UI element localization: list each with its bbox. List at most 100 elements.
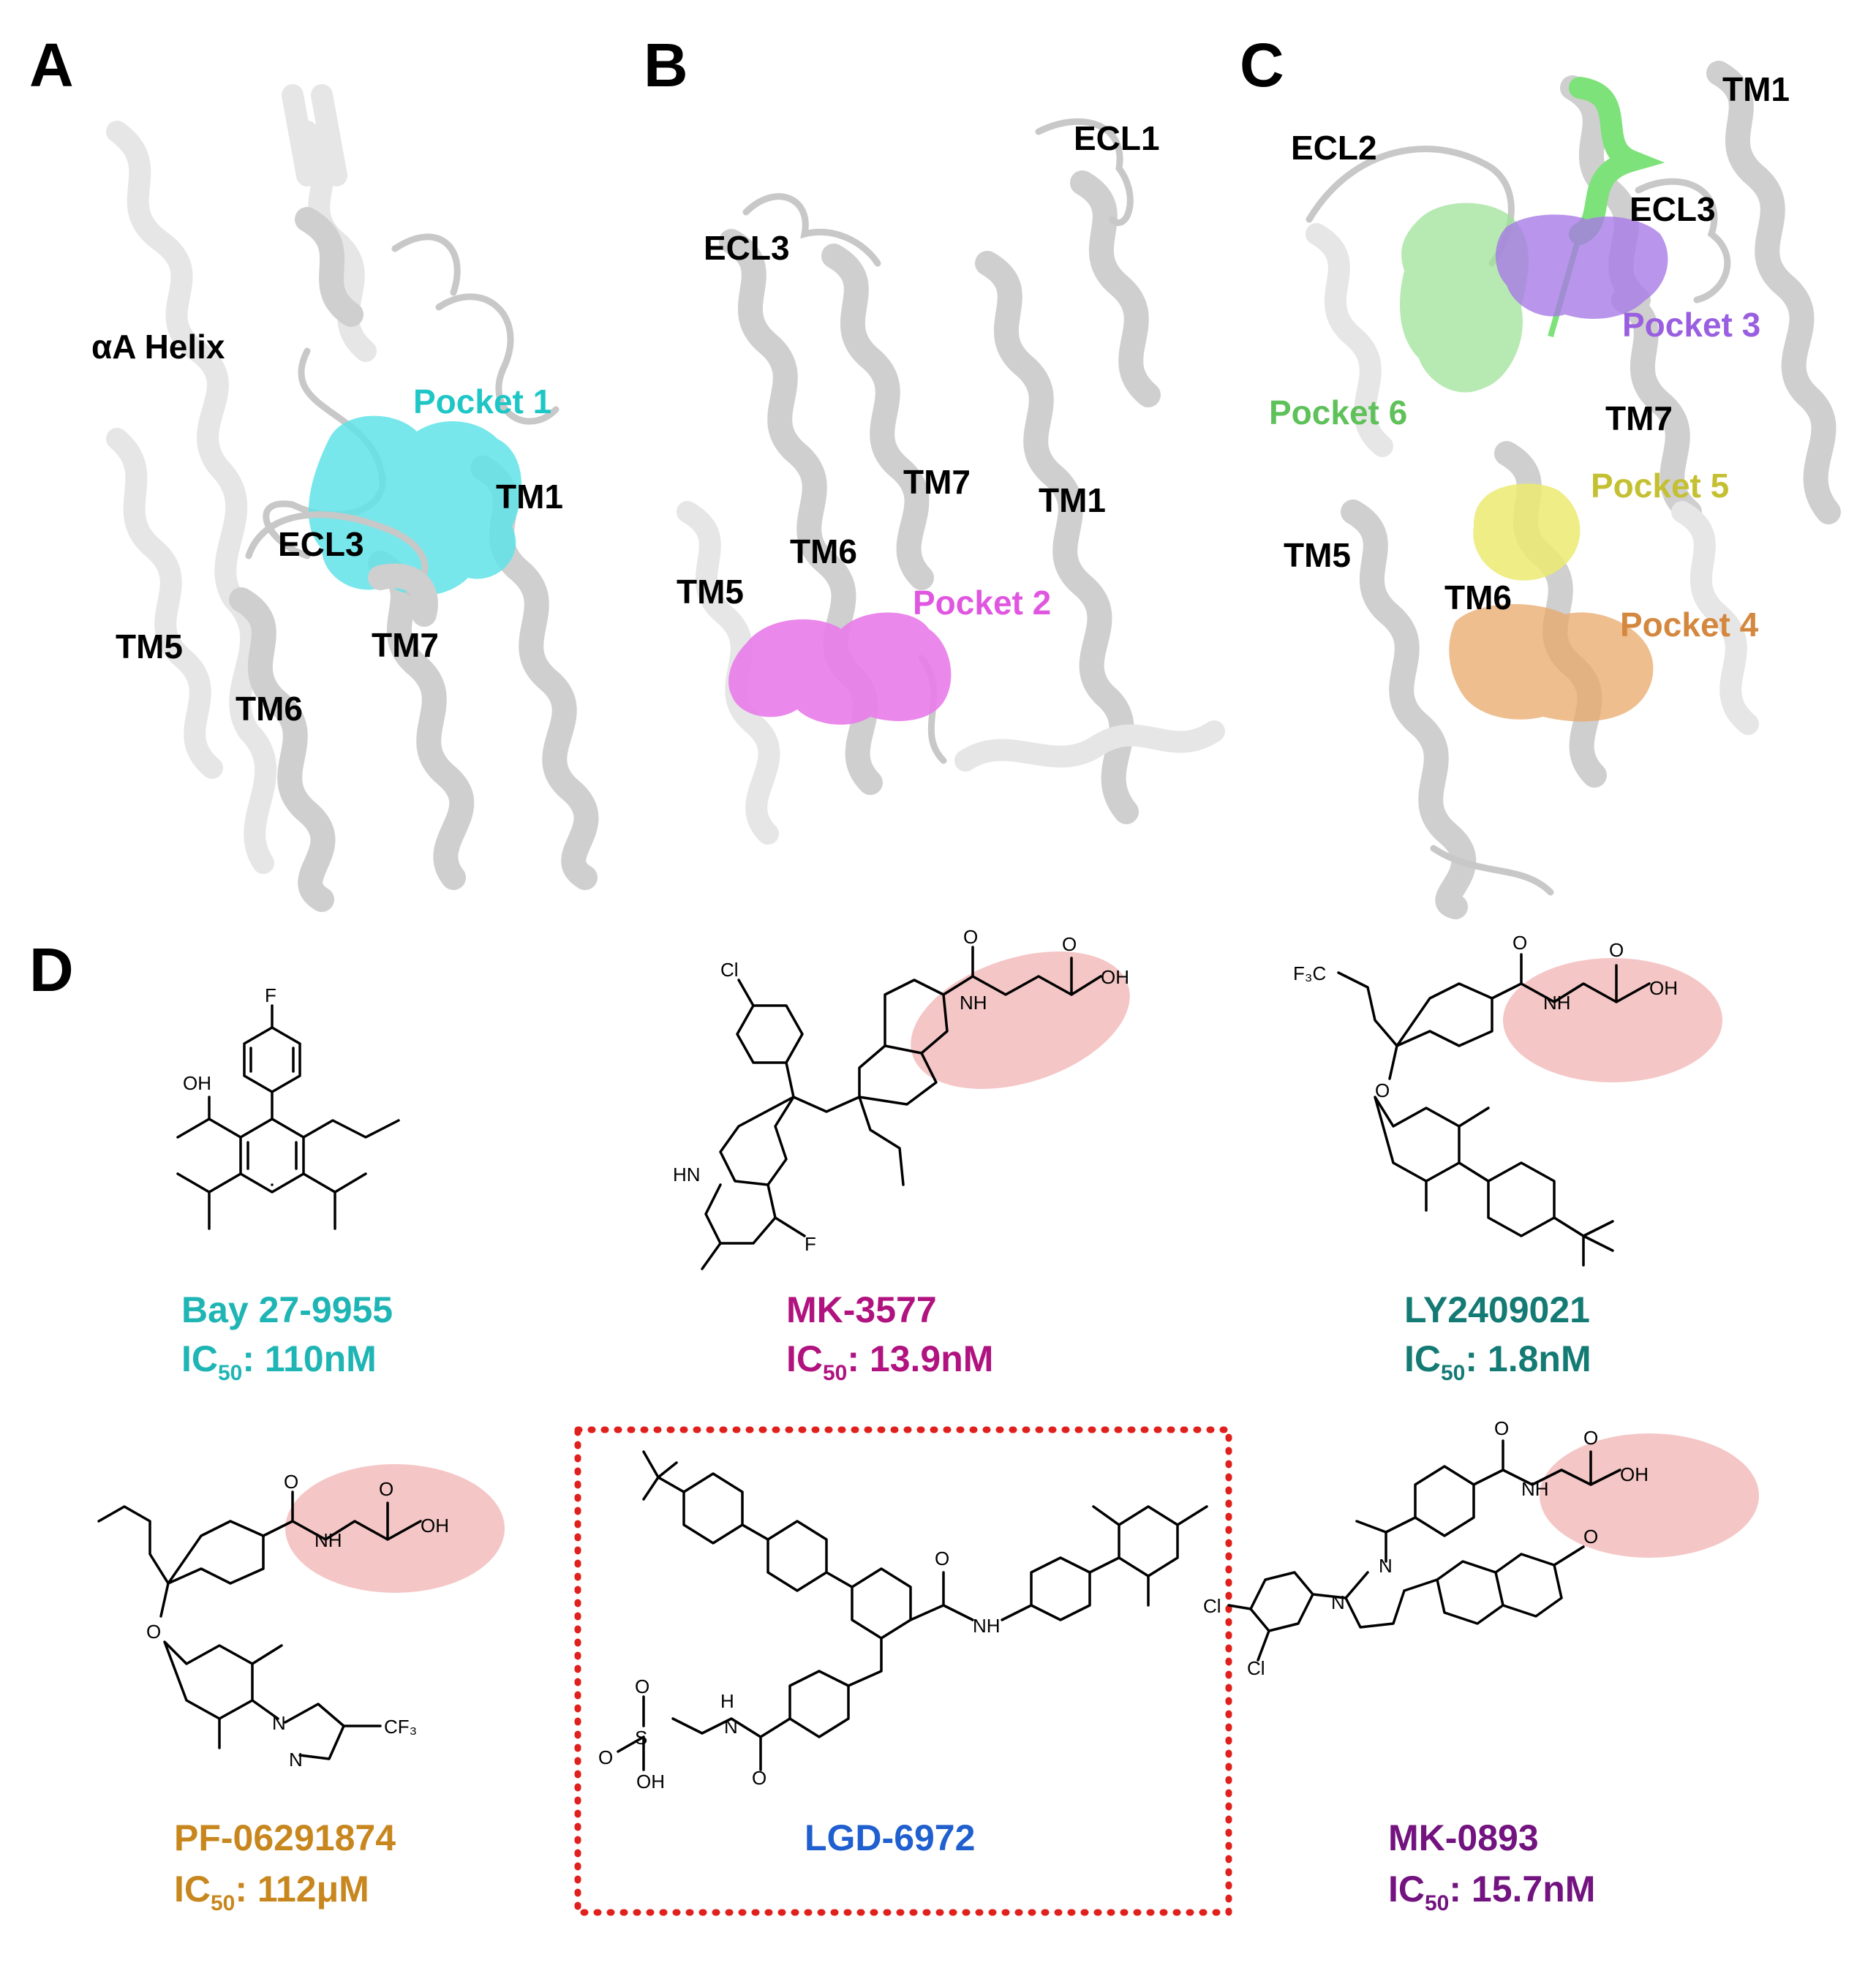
atom-n1: N <box>1379 1555 1393 1577</box>
pocket-4-surface <box>1449 604 1654 722</box>
atom-o-methoxy: O <box>1583 1526 1598 1548</box>
atom-cf3: CF₃ <box>384 1716 417 1738</box>
atom-oh: OH <box>183 1072 211 1094</box>
atom-o-acid: O <box>1583 1427 1598 1449</box>
panel-a: A αA Helix Pocket 1 TM1 ECL3 TM5 TM6 TM7 <box>29 31 599 912</box>
ic50-value: IC50: 110nM <box>181 1338 377 1385</box>
label-pocket-2: Pocket 2 <box>913 584 1051 622</box>
label-tm5: TM5 <box>677 573 744 611</box>
ic50-value: IC50: 112μM <box>174 1869 369 1915</box>
compound-label-mk-3577: MK-3577 IC50: 13.9nM <box>786 1289 993 1385</box>
atom-nh-amide: NH <box>973 1615 1001 1637</box>
atom-nh: NH <box>314 1529 342 1551</box>
structure-pf-06291874: O O NH O OH N N CF₃ <box>97 1471 449 1771</box>
label-ecl2: ECL2 <box>1291 129 1377 167</box>
label-tm6: TM6 <box>1444 578 1512 617</box>
label-pocket-4: Pocket 4 <box>1620 606 1759 644</box>
atom-o-acid: O <box>1609 939 1624 961</box>
label-tm7: TM7 <box>1605 399 1673 437</box>
compound-label-bay-27-9955: Bay 27-9955 IC50: 110nM <box>181 1289 393 1385</box>
compound-name: MK-3577 <box>786 1289 937 1330</box>
label-ecl3: ECL3 <box>1630 190 1716 228</box>
compound-label-ly2409021: LY2409021 IC50: 1.8nM <box>1404 1289 1591 1385</box>
label-pocket-3: Pocket 3 <box>1622 306 1760 344</box>
label-ecl1: ECL1 <box>1074 119 1160 157</box>
structure-mk-3577: Cl O NH O OH HN F <box>673 926 1129 1270</box>
atom-f: F <box>805 1233 816 1255</box>
atom-o-s2: O <box>598 1746 613 1768</box>
compound-name: LGD-6972 <box>805 1817 975 1858</box>
atom-oh-s: OH <box>636 1771 665 1793</box>
atom-o-ether: O <box>1375 1079 1390 1101</box>
ic50-value: IC50: 15.7nM <box>1388 1869 1595 1915</box>
compound-name: PF-06291874 <box>174 1817 396 1858</box>
label-pocket-5: Pocket 5 <box>1591 467 1729 505</box>
pocket-2-surface <box>728 612 952 725</box>
atom-o-acid: O <box>1062 933 1077 955</box>
atom-nh: NH <box>960 992 987 1014</box>
atom-n2: N <box>1331 1591 1345 1613</box>
label-ecl3: ECL3 <box>278 525 364 563</box>
label-tm6: TM6 <box>790 532 857 570</box>
compound-name: Bay 27-9955 <box>181 1289 393 1330</box>
compound-label-lgd-6972: LGD-6972 <box>805 1817 975 1858</box>
label-tm7: TM7 <box>903 463 971 501</box>
atom-n1: N <box>272 1712 286 1734</box>
label-ecl3: ECL3 <box>704 229 790 267</box>
ic50-value: IC50: 1.8nM <box>1404 1338 1591 1385</box>
atom-oh-acid: OH <box>421 1515 449 1537</box>
panel-letter-a: A <box>29 31 74 99</box>
structure-ly2409021: F₃C O O NH O OH <box>1293 932 1678 1267</box>
atom-o-s1: O <box>635 1675 649 1697</box>
pocket-3-surface <box>1496 214 1668 319</box>
atom-o-amide: O <box>935 1548 949 1569</box>
compound-name: LY2409021 <box>1404 1289 1590 1330</box>
label-pocket-1: Pocket 1 <box>413 382 551 421</box>
atom-cl1: Cl <box>1203 1595 1221 1617</box>
panel-letter-b: B <box>644 31 688 99</box>
atom-f: F <box>265 984 276 1006</box>
atom-oh-acid: OH <box>1649 977 1678 999</box>
atom-o-acid: O <box>379 1478 393 1500</box>
atom-o: O <box>1494 1417 1509 1439</box>
compound-name: MK-0893 <box>1388 1817 1539 1858</box>
atom-cl: Cl <box>720 959 739 981</box>
atom-o-ether: O <box>146 1621 161 1643</box>
atom-hn: HN <box>673 1164 701 1185</box>
label-tm5: TM5 <box>116 627 183 666</box>
panel-letter-c: C <box>1240 31 1284 99</box>
ic50-value: IC50: 13.9nM <box>786 1338 993 1385</box>
atom-n: N <box>724 1716 738 1738</box>
pocket-5-surface <box>1473 483 1581 581</box>
atom-s: S <box>635 1727 647 1749</box>
label-pocket-6: Pocket 6 <box>1269 393 1407 431</box>
label-tm7: TM7 <box>372 626 439 664</box>
panel-b: B ECL1 ECL3 TM7 TM1 TM6 TM5 Pocket 2 <box>644 31 1225 845</box>
acid-highlight-ly2409021 <box>1503 958 1722 1082</box>
atom-oh-acid: OH <box>1620 1463 1649 1485</box>
compound-label-pf-06291874: PF-06291874 IC50: 112μM <box>174 1817 396 1915</box>
atom-o: O <box>284 1471 298 1493</box>
acid-highlight-mk3577 <box>911 951 1130 1089</box>
atom-n2: N <box>289 1749 303 1771</box>
acid-highlight-pf06291874 <box>285 1464 505 1593</box>
atom-nh: NH <box>1543 992 1571 1014</box>
structure-bay-27-9955: F OH <box>176 984 400 1230</box>
atom-o: O <box>1513 932 1527 954</box>
atom-f3c: F₃C <box>1293 962 1326 984</box>
label-tm6: TM6 <box>236 690 303 728</box>
label-aa-helix: αA Helix <box>91 328 225 366</box>
structure-lgd-6972: O NH O H N S O O OH <box>598 1450 1208 1793</box>
panel-letter-d: D <box>29 935 74 1004</box>
atom-nh: NH <box>1521 1478 1549 1500</box>
pocket-1-surface <box>308 415 522 595</box>
atom-cl2: Cl <box>1247 1657 1265 1679</box>
atom-h: H <box>720 1690 734 1712</box>
label-tm1: TM1 <box>1039 481 1106 519</box>
structure-mk-0893: O NH O OH N N O Cl Cl <box>1203 1417 1649 1679</box>
lgd6972-highlight-box <box>574 1426 1232 1916</box>
acid-highlight-mk0893 <box>1540 1433 1759 1558</box>
atom-o-amide2: O <box>752 1767 766 1789</box>
atom-o: O <box>963 926 978 948</box>
